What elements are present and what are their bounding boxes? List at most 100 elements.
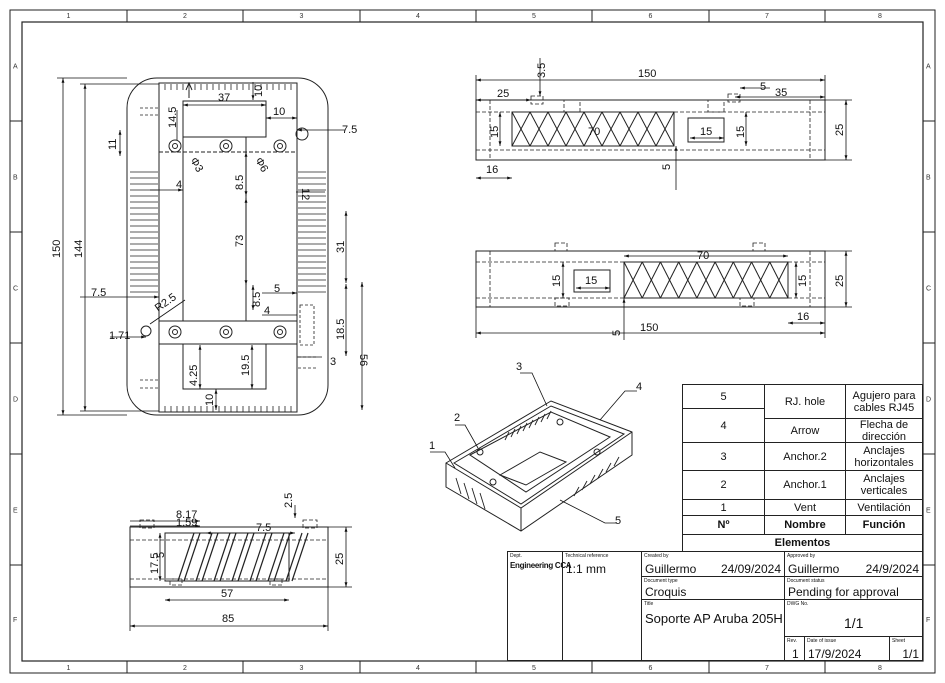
elem-row-2-func: Anclajes verticales <box>845 470 923 500</box>
elem-row-2-name: Anchor.1 <box>764 470 846 500</box>
iso-vent <box>589 474 596 485</box>
back-dim-16: 16 <box>797 311 809 323</box>
front-dim-25-vertical: 25 <box>834 124 846 136</box>
elem-row-3-n: 3 <box>682 442 765 471</box>
front-dim-3-5: 3.5 <box>536 63 548 78</box>
lattice-bar <box>601 111 621 147</box>
tb-rev: 1 <box>792 647 799 661</box>
iso-vent <box>463 482 470 500</box>
zone-label-row-left: C <box>13 286 18 293</box>
side-view-dim-labels: 8.17 1.59 2.5 7.5 5 17.5 25 57 85 <box>149 493 346 625</box>
slant-stripe <box>273 532 291 582</box>
front-dim-35: 35 <box>775 87 787 99</box>
tb-doctype: Croquis <box>645 585 687 599</box>
callout-3: 3 <box>516 361 522 373</box>
elem-table-title: Elementos <box>682 534 923 552</box>
lattice-bar <box>583 111 603 147</box>
tb-issue-label: Date of issue <box>807 638 837 644</box>
tb-status-label: Document status <box>787 578 825 584</box>
elem-row-5-func: Agujero para cables RJ45 <box>845 384 923 419</box>
iso-vent <box>504 431 510 441</box>
side-dim-25: 25 <box>334 553 346 565</box>
front-dim-5-bottom: 5 <box>661 164 673 170</box>
side-dim-57: 57 <box>221 588 233 600</box>
inner-frame <box>21 21 924 662</box>
back-view-dim-labels: 70 15 15 15 25 16 5 150 <box>551 250 846 336</box>
zone-ticks <box>10 10 935 673</box>
isometric-view <box>445 400 633 532</box>
side-view <box>129 519 329 588</box>
back-dim-150: 150 <box>640 322 658 334</box>
tb-doctype-label: Document type <box>644 578 678 584</box>
zone-label-col-bottom: 5 <box>532 665 536 672</box>
slant-stripe <box>255 532 273 582</box>
tb-techref: 1:1 mm <box>566 562 607 576</box>
side-view-outline <box>129 526 329 588</box>
tb-status-cell: Document status Pending for approval <box>784 576 923 600</box>
dim-4-right: 4 <box>264 305 270 317</box>
dim-19-5: 19.5 <box>240 355 252 376</box>
tb-issue: 17/9/2024 <box>808 647 862 661</box>
side-dim-2-5: 2.5 <box>283 493 295 508</box>
zone-label-col-top: 8 <box>878 13 882 20</box>
front-dim-16: 16 <box>486 164 498 176</box>
tb-status: Pending for approval <box>788 585 899 599</box>
front-dim-15-left: 15 <box>489 126 501 138</box>
zone-label-row-left: D <box>13 397 18 404</box>
zone-label-col-top: 7 <box>765 13 769 20</box>
lattice-bar <box>732 261 753 299</box>
back-view-outline <box>475 250 826 308</box>
lattice-bar <box>659 261 680 299</box>
top-view-slot-top <box>182 100 267 138</box>
iso-vent <box>479 492 486 510</box>
top-view-outline <box>126 77 329 416</box>
back-dim-15-left: 15 <box>551 275 563 287</box>
top-view-arrow-mark <box>185 81 193 98</box>
tb-dwg: 1/1 <box>844 615 864 631</box>
elem-row-4-func: Flecha de dirección <box>845 418 923 443</box>
zone-label-col-top: 5 <box>532 13 536 20</box>
side-view-dimensions <box>129 505 352 631</box>
tb-title: Soporte AP Aruba 205H <box>645 611 783 626</box>
iso-vent <box>522 422 528 432</box>
zone-label-row-right: B <box>926 175 931 182</box>
lattice-bar <box>714 261 734 299</box>
elem-header-n: Nº <box>682 515 765 535</box>
zone-label-row-right: C <box>926 286 931 293</box>
iso-vent <box>540 413 546 423</box>
zone-label-row-left: E <box>13 508 18 515</box>
lattice-bar <box>769 261 789 299</box>
elem-row-4-n: 4 <box>682 408 765 443</box>
tb-approved-cell: Approved by Guillermo 24/9/2024 <box>784 551 923 577</box>
iso-vent <box>581 480 588 491</box>
dim-31: 31 <box>335 241 347 253</box>
slant-stripe <box>249 532 267 582</box>
zone-label-col-bottom: 6 <box>649 665 653 672</box>
front-dim-5: 5 <box>760 81 766 93</box>
slant-stripe <box>291 532 309 582</box>
zone-label-row-right: E <box>926 508 931 515</box>
iso-vent <box>510 428 516 438</box>
elem-row-1-name: Vent <box>764 499 846 516</box>
zone-label-row-left: F <box>13 617 17 624</box>
zone-label-col-top: 6 <box>649 13 653 20</box>
front-dim-15-right: 15 <box>735 126 747 138</box>
lattice-bar <box>637 111 657 147</box>
top-view-dim-labels: 150 144 37 10 10 14.5 7.5 11 Φ3 Φ6 8.5 4… <box>51 85 369 406</box>
zone-label-col-bottom: 3 <box>300 665 304 672</box>
lattice-bar <box>623 261 643 299</box>
dim-12: 12 <box>299 188 311 200</box>
back-dim-15-mid: 15 <box>585 275 597 287</box>
tb-rev-cell: Rev. 1 <box>784 636 805 661</box>
iso-vent <box>546 410 552 420</box>
elem-row-1-func: Ventilación <box>845 499 923 516</box>
iso-vent <box>455 477 462 495</box>
dim-56: 56 <box>357 354 369 366</box>
outer-frame <box>9 9 936 674</box>
front-view-outline <box>475 99 826 161</box>
zone-label-row-left: A <box>13 64 18 71</box>
tb-approved-by: Guillermo <box>788 562 840 576</box>
side-dim-1-59: 1.59 <box>176 517 197 529</box>
